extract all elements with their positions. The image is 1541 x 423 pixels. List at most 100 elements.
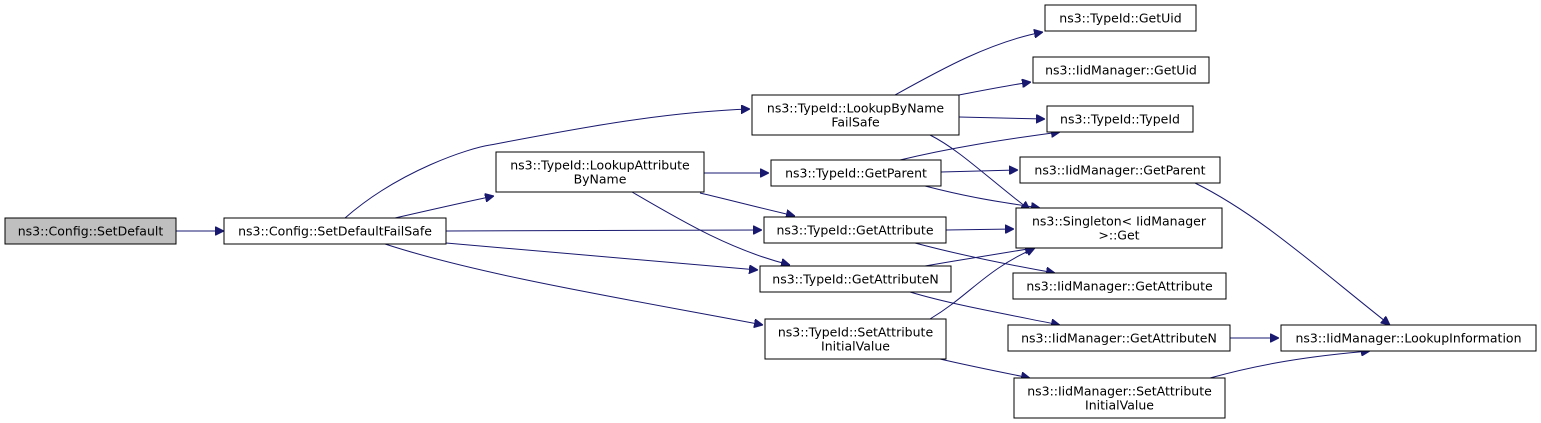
edge-path <box>384 243 763 325</box>
node-label-line: ns3::TypeId::LookupAttribute <box>510 158 690 173</box>
node-label-line: ByName <box>574 172 627 187</box>
node-label-line: ns3::IidManager::GetUid <box>1045 63 1197 78</box>
nodes-layer: ns3::Config::SetDefault ns3::Config::SetD… <box>4 4 1537 419</box>
edge-config_setdefaultfailsafe-to-typeid_getattribute <box>445 230 762 231</box>
node-box[interactable] <box>759 265 952 293</box>
node-box[interactable] <box>223 217 447 245</box>
edge-path <box>445 242 758 270</box>
node-box[interactable] <box>751 94 960 136</box>
edge-path <box>899 132 1060 161</box>
node-label-line: ns3::TypeId::GetUid <box>1059 11 1181 26</box>
node-iidmanager-setattributeinitialvalue[interactable]: ns3::IidManager::SetAttributeInitialValu… <box>1013 377 1226 419</box>
node-box[interactable] <box>764 318 947 360</box>
node-box[interactable] <box>770 159 942 187</box>
edge-typeid_setattributeinitialvalue-to-singleton_get <box>929 248 1035 320</box>
node-label-line: ns3::IidManager::GetAttribute <box>1026 279 1213 294</box>
edge-path <box>631 191 790 265</box>
node-iidmanager-getattribute[interactable]: ns3::IidManager::GetAttribute <box>1012 272 1227 300</box>
node-config-setdefault[interactable]: ns3::Config::SetDefault <box>4 217 177 245</box>
edge-typeid_lookupattributebyname-to-typeid_getattributen <box>631 191 790 265</box>
edge-path <box>914 242 1055 273</box>
node-box[interactable] <box>4 217 177 245</box>
node-iidmanager-getattributen[interactable]: ns3::IidManager::GetAttributeN <box>1007 324 1231 352</box>
edge-path <box>940 170 1018 172</box>
node-config-setdefaultfailsafe[interactable]: ns3::Config::SetDefaultFailSafe <box>223 217 447 245</box>
node-box[interactable] <box>1044 4 1197 32</box>
edge-iidmanager_setattributeinitialvalue-to-iidmanager_lookupinformation <box>1209 351 1370 379</box>
edge-path <box>929 248 1035 320</box>
edge-typeid_lookupbynamefailsafe-to-typeid_getuid <box>894 32 1043 96</box>
node-label-line: FailSafe <box>831 115 880 130</box>
edges-layer <box>176 32 1390 378</box>
edge-path <box>924 248 1034 267</box>
node-box[interactable] <box>495 151 705 193</box>
node-label-line: ns3::TypeId::GetAttributeN <box>772 272 938 287</box>
node-label-line: ns3::TypeId::GetAttribute <box>776 223 933 238</box>
node-label-line: ns3::IidManager::GetAttributeN <box>1021 331 1217 346</box>
edge-path <box>924 185 1040 208</box>
edge-config_setdefaultfailsafe-to-typeid_setattributeinitialvalue <box>384 243 763 325</box>
edge-path <box>1194 182 1390 325</box>
node-label-line: >::Get <box>1098 228 1139 243</box>
node-label-line: ns3::TypeId::SetAttribute <box>778 325 934 340</box>
edge-typeid_getparent-to-singleton_get <box>924 185 1040 208</box>
edge-path <box>958 82 1031 96</box>
node-box[interactable] <box>1007 324 1231 352</box>
node-box[interactable] <box>1032 56 1210 84</box>
node-box[interactable] <box>1012 272 1227 300</box>
edge-config_setdefaultfailsafe-to-typeid_getattributen <box>445 242 758 270</box>
node-typeid-getparent[interactable]: ns3::TypeId::GetParent <box>770 159 942 187</box>
edge-path <box>699 192 795 216</box>
node-box[interactable] <box>1280 324 1537 352</box>
node-label-line: InitialValue <box>1085 398 1154 413</box>
node-label-line: ns3::TypeId::GetParent <box>785 166 927 181</box>
node-singleton-get[interactable]: ns3::Singleton< IidManager >::Get <box>1015 207 1223 249</box>
node-box[interactable] <box>1015 207 1223 249</box>
edge-typeid_setattributeinitialvalue-to-iidmanager_setattributeinitialvalue <box>939 358 1030 378</box>
node-box[interactable] <box>1019 156 1221 184</box>
edge-typeid_lookupbynamefailsafe-to-iidmanager_getuid <box>958 82 1031 96</box>
edge-iidmanager_getparent-to-iidmanager_lookupinformation <box>1194 182 1390 325</box>
edge-typeid_getattribute-to-singleton_get <box>945 229 1014 230</box>
edge-typeid_getattribute-to-iidmanager_getattribute <box>914 242 1055 273</box>
node-iidmanager-lookupinformation[interactable]: ns3::IidManager::LookupInformation <box>1280 324 1537 352</box>
edge-path <box>958 117 1045 119</box>
node-box[interactable] <box>763 216 947 244</box>
node-typeid-getattributen[interactable]: ns3::TypeId::GetAttributeN <box>759 265 952 293</box>
node-label-line: ns3::IidManager::SetAttribute <box>1027 384 1212 399</box>
edge-config_setdefaultfailsafe-to-typeid_lookupattributebyname <box>394 196 494 219</box>
node-typeid-typeid[interactable]: ns3::TypeId::TypeId <box>1046 105 1194 133</box>
edge-path <box>939 358 1030 378</box>
node-label-line: ns3::TypeId::LookupByName <box>767 101 944 116</box>
edge-path <box>1209 351 1370 379</box>
node-label-line: ns3::Singleton< IidManager <box>1032 214 1207 229</box>
edge-path <box>894 32 1043 96</box>
node-label-line: ns3::Config::SetDefaultFailSafe <box>238 224 432 239</box>
node-box[interactable] <box>1046 105 1194 133</box>
edge-path <box>445 230 762 231</box>
edge-path <box>909 291 1060 325</box>
edge-typeid_getattributen-to-singleton_get <box>924 248 1034 267</box>
edge-path <box>929 134 1030 210</box>
node-box[interactable] <box>1013 377 1226 419</box>
node-label-line: ns3::IidManager::GetParent <box>1034 163 1205 178</box>
edge-path <box>945 229 1014 230</box>
node-typeid-getuid[interactable]: ns3::TypeId::GetUid <box>1044 4 1197 32</box>
node-iidmanager-getuid[interactable]: ns3::IidManager::GetUid <box>1032 56 1210 84</box>
edge-typeid_getparent-to-typeid_typeid <box>899 132 1060 161</box>
node-label-line: ns3::Config::SetDefault <box>18 224 164 239</box>
edge-typeid_lookupbynamefailsafe-to-typeid_typeid <box>958 117 1045 119</box>
edge-typeid_getattributen-to-iidmanager_getattributen <box>909 291 1060 325</box>
node-iidmanager-getparent[interactable]: ns3::IidManager::GetParent <box>1019 156 1221 184</box>
node-label-line: ns3::TypeId::TypeId <box>1060 112 1180 127</box>
edge-path <box>344 109 750 219</box>
edge-typeid_lookupattributebyname-to-typeid_getattribute <box>699 192 795 216</box>
node-typeid-getattribute[interactable]: ns3::TypeId::GetAttribute <box>763 216 947 244</box>
node-label-line: ns3::IidManager::LookupInformation <box>1295 331 1521 346</box>
edge-typeid_lookupbynamefailsafe-to-singleton_get <box>929 134 1030 210</box>
node-label-line: InitialValue <box>821 339 890 354</box>
